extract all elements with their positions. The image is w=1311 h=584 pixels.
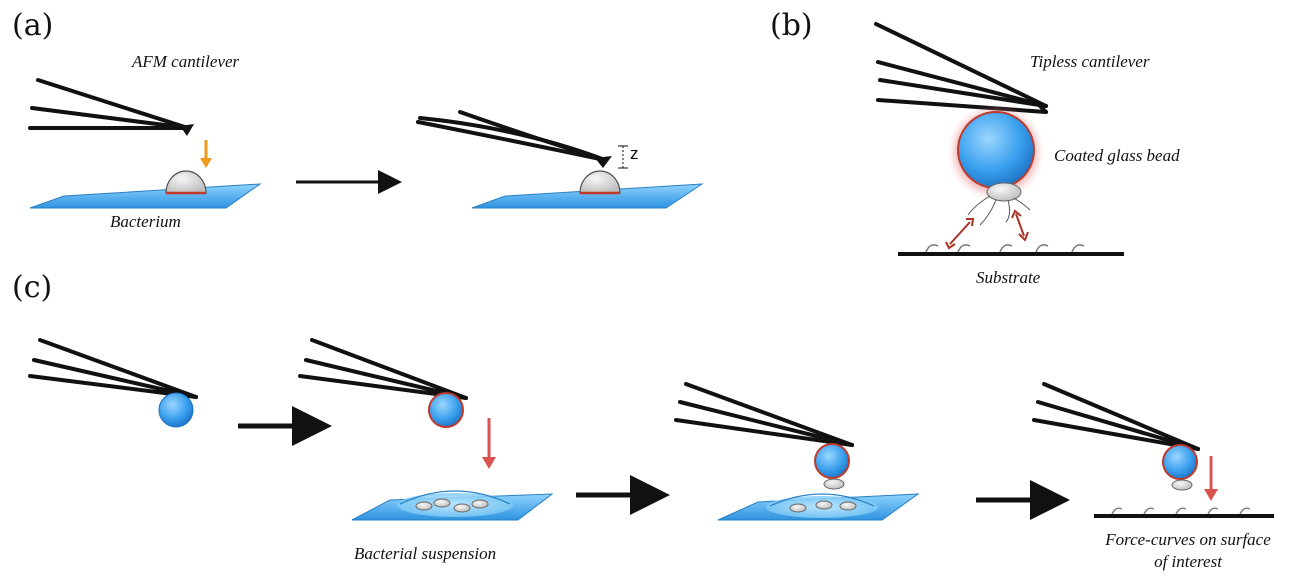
cantilever-c1 (28, 338, 198, 399)
substrate-label: Substrate (976, 268, 1041, 287)
tipless-cantilever-label: Tipless cantilever (1030, 52, 1150, 71)
probe-bacterium-c4 (1171, 479, 1193, 491)
droplet-edge-c3 (769, 493, 875, 507)
cantilever-c3 (674, 382, 854, 447)
suspension-droplet-c2 (397, 493, 513, 517)
bead-c1 (158, 392, 194, 428)
afm-cantilever-1 (28, 78, 190, 130)
deflection-indicator (618, 145, 628, 169)
bacterium-cell-a1 (165, 170, 207, 194)
approach-arrow-orange (200, 140, 212, 168)
force-curves-label-line2: of interest (1154, 552, 1222, 571)
force-curves-label-line1: Force-curves on surface (1105, 530, 1271, 549)
afm-tip-1 (180, 124, 194, 136)
bacterium-label: Bacterium (110, 212, 181, 231)
bacterial-suspension-label: Bacterial suspension (354, 544, 497, 563)
tipless-cantilever (874, 22, 1048, 114)
bead-c3-coated (814, 443, 850, 479)
deflection-z-label: z (630, 144, 639, 163)
bacteria-in-suspension-c3 (789, 500, 857, 513)
bacterium-cell-a2 (579, 170, 621, 194)
bacterial-appendages (967, 195, 1031, 226)
panel-c (28, 338, 1274, 521)
surface-molecules-c4 (1111, 507, 1251, 515)
down-arrow-red-c4 (1204, 456, 1218, 501)
bead-c2-coated (428, 392, 464, 428)
coated-glass-bead-label: Coated glass bead (1054, 146, 1180, 165)
panel-a-label: (a) (12, 8, 54, 43)
substrate-plate-a2 (471, 183, 704, 209)
bacteria-in-suspension-c2 (415, 498, 489, 513)
panel-b (874, 22, 1124, 256)
afm-tip-2 (595, 156, 612, 168)
cantilever-c4 (1032, 382, 1200, 451)
attached-bacterium (986, 182, 1022, 202)
afm-cantilever-label: AFM cantilever (132, 52, 240, 71)
coated-glass-bead (957, 111, 1035, 189)
captured-bacterium-c3 (823, 478, 845, 490)
substrate-plate-a1 (29, 183, 262, 209)
panel-b-label: (b) (770, 8, 813, 43)
interaction-arrows (945, 209, 1029, 250)
droplet-edge-c2 (399, 490, 511, 505)
afm-cantilever-2 (416, 110, 607, 162)
bead-c4-coated (1162, 444, 1198, 480)
panel-c-label: (c) (12, 270, 53, 305)
cantilever-c2 (298, 338, 468, 400)
panel-a (28, 78, 704, 209)
surface-molecules-b (925, 244, 1085, 253)
down-arrow-red-c2 (482, 418, 496, 469)
